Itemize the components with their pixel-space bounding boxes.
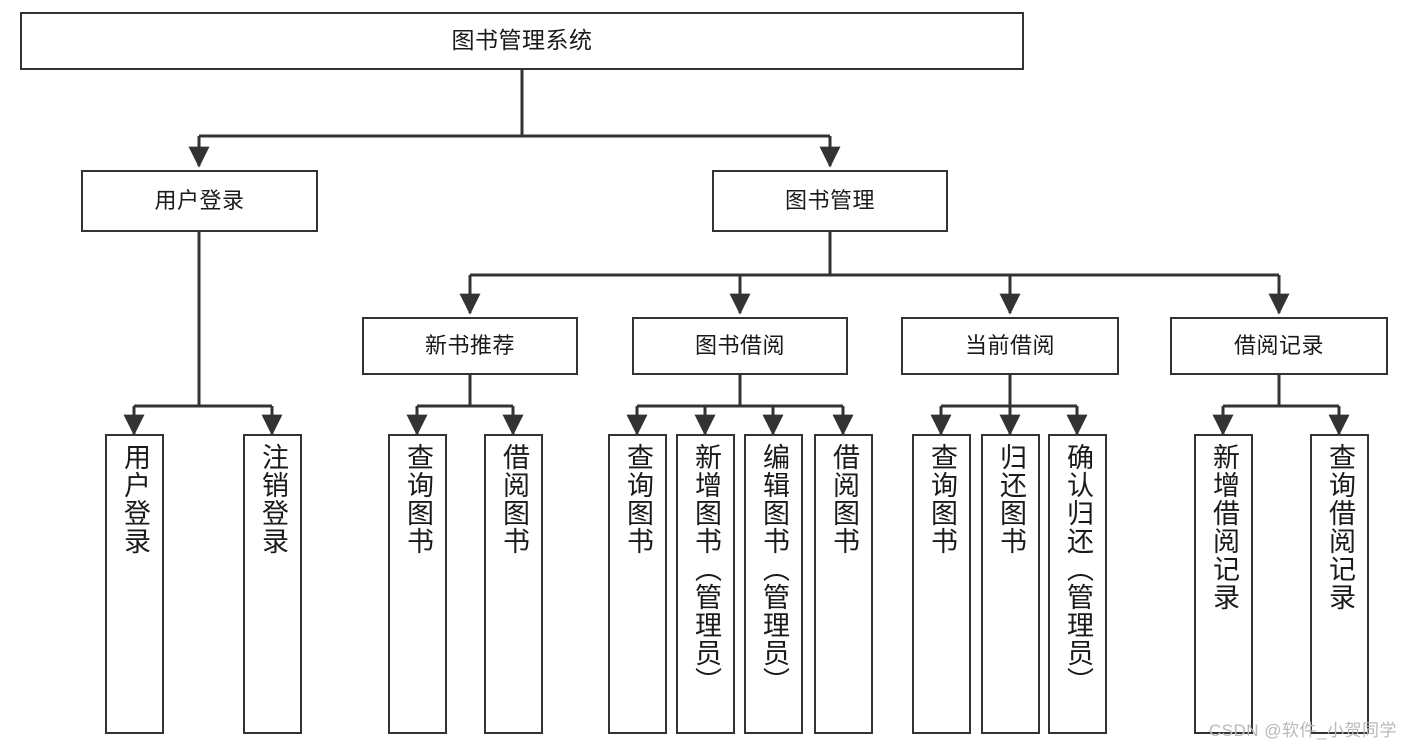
node-label: 查询图书 [403, 443, 433, 555]
node-label: 图书管理 [784, 187, 875, 213]
node-label: 用户登录 [120, 443, 150, 555]
leaf-return-book[interactable]: 归还图书 [981, 434, 1040, 734]
node-new-book-recommend[interactable]: 新书推荐 [362, 317, 578, 375]
leaf-borrow-book-recommend[interactable]: 借阅图书 [484, 434, 543, 734]
node-label: 借阅记录 [1233, 332, 1324, 358]
leaf-query-book-borrow[interactable]: 查询图书 [608, 434, 667, 734]
node-borrow-record[interactable]: 借阅记录 [1170, 317, 1388, 375]
leaf-borrow-book[interactable]: 借阅图书 [814, 434, 873, 734]
leaf-query-book-recommend[interactable]: 查询图书 [388, 434, 447, 734]
node-current-borrow[interactable]: 当前借阅 [901, 317, 1119, 375]
node-label: 查询借阅记录 [1325, 443, 1355, 611]
leaf-add-book[interactable]: 新增图书（管理员） [676, 434, 735, 734]
node-label: 归还图书 [996, 443, 1026, 555]
node-root-system[interactable]: 图书管理系统 [20, 12, 1024, 70]
node-label: 用户登录 [154, 187, 245, 213]
leaf-user-login[interactable]: 用户登录 [105, 434, 164, 734]
node-label: 注销登录 [258, 443, 288, 555]
leaf-confirm-return[interactable]: 确认归还（管理员） [1048, 434, 1107, 734]
node-book-borrow[interactable]: 图书借阅 [632, 317, 848, 375]
node-label: 图书借阅 [694, 332, 785, 358]
leaf-add-borrow-record[interactable]: 新增借阅记录 [1194, 434, 1253, 734]
node-label: 新书推荐 [424, 332, 515, 358]
node-label: 新增图书（管理员） [691, 443, 721, 695]
node-label: 新增借阅记录 [1209, 443, 1239, 611]
node-label: 查询图书 [927, 443, 957, 555]
node-user-login[interactable]: 用户登录 [81, 170, 318, 232]
watermark-csdn: CSDN @软件_小贺同学 [1208, 721, 1397, 740]
node-label: 查询图书 [623, 443, 653, 555]
node-book-manage[interactable]: 图书管理 [712, 170, 948, 232]
leaf-edit-book[interactable]: 编辑图书（管理员） [744, 434, 803, 734]
node-label: 确认归还（管理员） [1063, 443, 1093, 695]
leaf-logout-login[interactable]: 注销登录 [243, 434, 302, 734]
node-label: 当前借阅 [964, 332, 1055, 358]
leaf-query-borrow-record[interactable]: 查询借阅记录 [1310, 434, 1369, 734]
leaf-query-book-current[interactable]: 查询图书 [912, 434, 971, 734]
node-label: 借阅图书 [499, 443, 529, 555]
node-label: 图书管理系统 [451, 27, 593, 54]
node-label: 编辑图书（管理员） [759, 443, 789, 695]
node-label: 借阅图书 [829, 443, 859, 555]
